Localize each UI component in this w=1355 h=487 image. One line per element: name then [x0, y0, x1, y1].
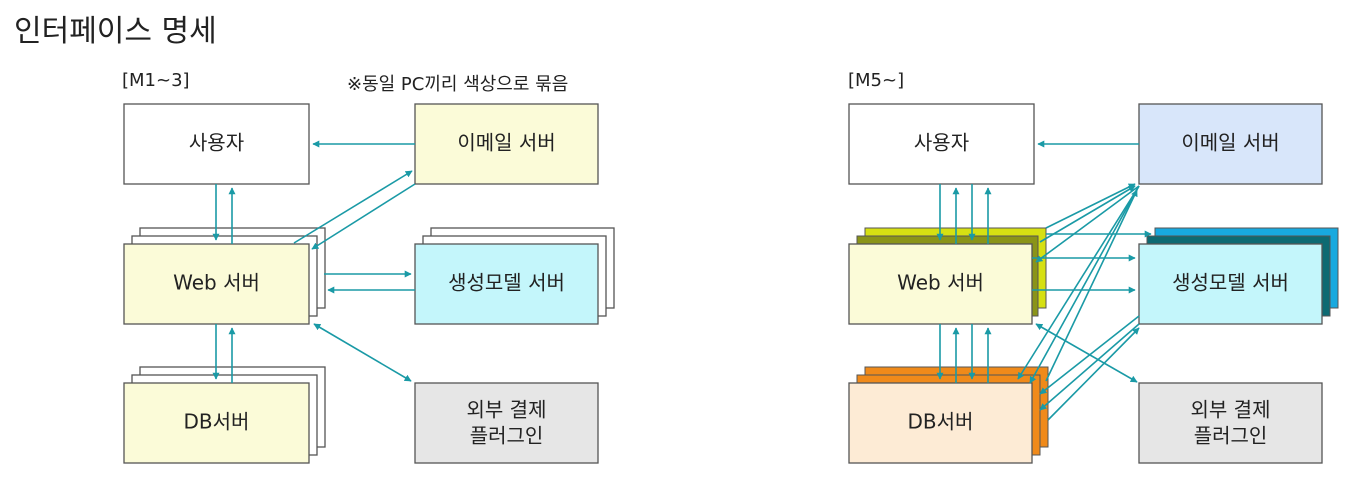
left-user-label: 사용자 — [189, 131, 244, 155]
right-arrow-web-payment — [1035, 323, 1138, 383]
right-model-label: 생성모델 서버 — [1172, 271, 1289, 295]
left-db-label: DB서버 — [184, 410, 250, 434]
right-arrow-email-to-web — [1035, 185, 1140, 263]
left-version-label: [M1~3] — [122, 70, 190, 91]
left-diagram: 사용자 이메일 서버 Web 서버 생성모델 서버 DB서버 — [123, 103, 615, 464]
right-arrow-web-to-email-2 — [1039, 185, 1136, 243]
left-arrow-web-payment — [313, 323, 412, 382]
left-email-node: 이메일 서버 — [414, 103, 599, 185]
right-arrow-db-to-email — [1045, 189, 1138, 382]
right-email-label: 이메일 서버 — [1181, 131, 1279, 155]
right-version-label: [M5~] — [848, 70, 905, 91]
left-web-node: Web 서버 — [123, 227, 326, 325]
right-arrows — [936, 140, 1152, 421]
right-payment-label-line1: 외부 결제 — [1191, 398, 1271, 422]
left-payment-node: 외부 결제 플러그인 — [414, 382, 599, 464]
right-payment-node: 외부 결제 플러그인 — [1138, 382, 1323, 464]
right-db-label: DB서버 — [908, 410, 974, 434]
right-user-node: 사용자 — [848, 103, 1035, 185]
right-web-label: Web 서버 — [897, 271, 984, 295]
page-title: 인터페이스 명세 — [14, 14, 217, 49]
right-diagram: 사용자 이메일 서버 Web 서버 생성모델 서버 DB서버 — [848, 103, 1339, 464]
left-model-node: 생성모델 서버 — [414, 227, 615, 325]
left-payment-label-line1: 외부 결제 — [467, 398, 547, 422]
left-email-label: 이메일 서버 — [457, 131, 555, 155]
left-arrow-web-to-email — [293, 170, 413, 244]
left-user-node: 사용자 — [123, 103, 310, 185]
right-email-node: 이메일 서버 — [1138, 103, 1323, 185]
color-grouping-note: ※동일 PC끼리 색상으로 묶음 — [347, 74, 569, 95]
right-payment-label-line2: 플러그인 — [1194, 424, 1268, 448]
right-model-node: 생성모델 서버 — [1138, 227, 1339, 325]
left-model-label: 생성모델 서버 — [448, 271, 565, 295]
right-arrow-web-to-email-1 — [1045, 183, 1136, 229]
left-arrow-email-to-web — [311, 183, 416, 250]
right-arrow-db-to-model — [1047, 327, 1140, 421]
right-user-label: 사용자 — [914, 131, 969, 155]
left-payment-label-line2: 플러그인 — [470, 424, 544, 448]
left-web-label: Web 서버 — [173, 271, 260, 295]
right-web-node: Web 서버 — [848, 227, 1047, 325]
right-db-node: DB서버 — [848, 366, 1049, 464]
left-db-node: DB서버 — [123, 366, 326, 464]
left-arrows — [212, 140, 416, 383]
